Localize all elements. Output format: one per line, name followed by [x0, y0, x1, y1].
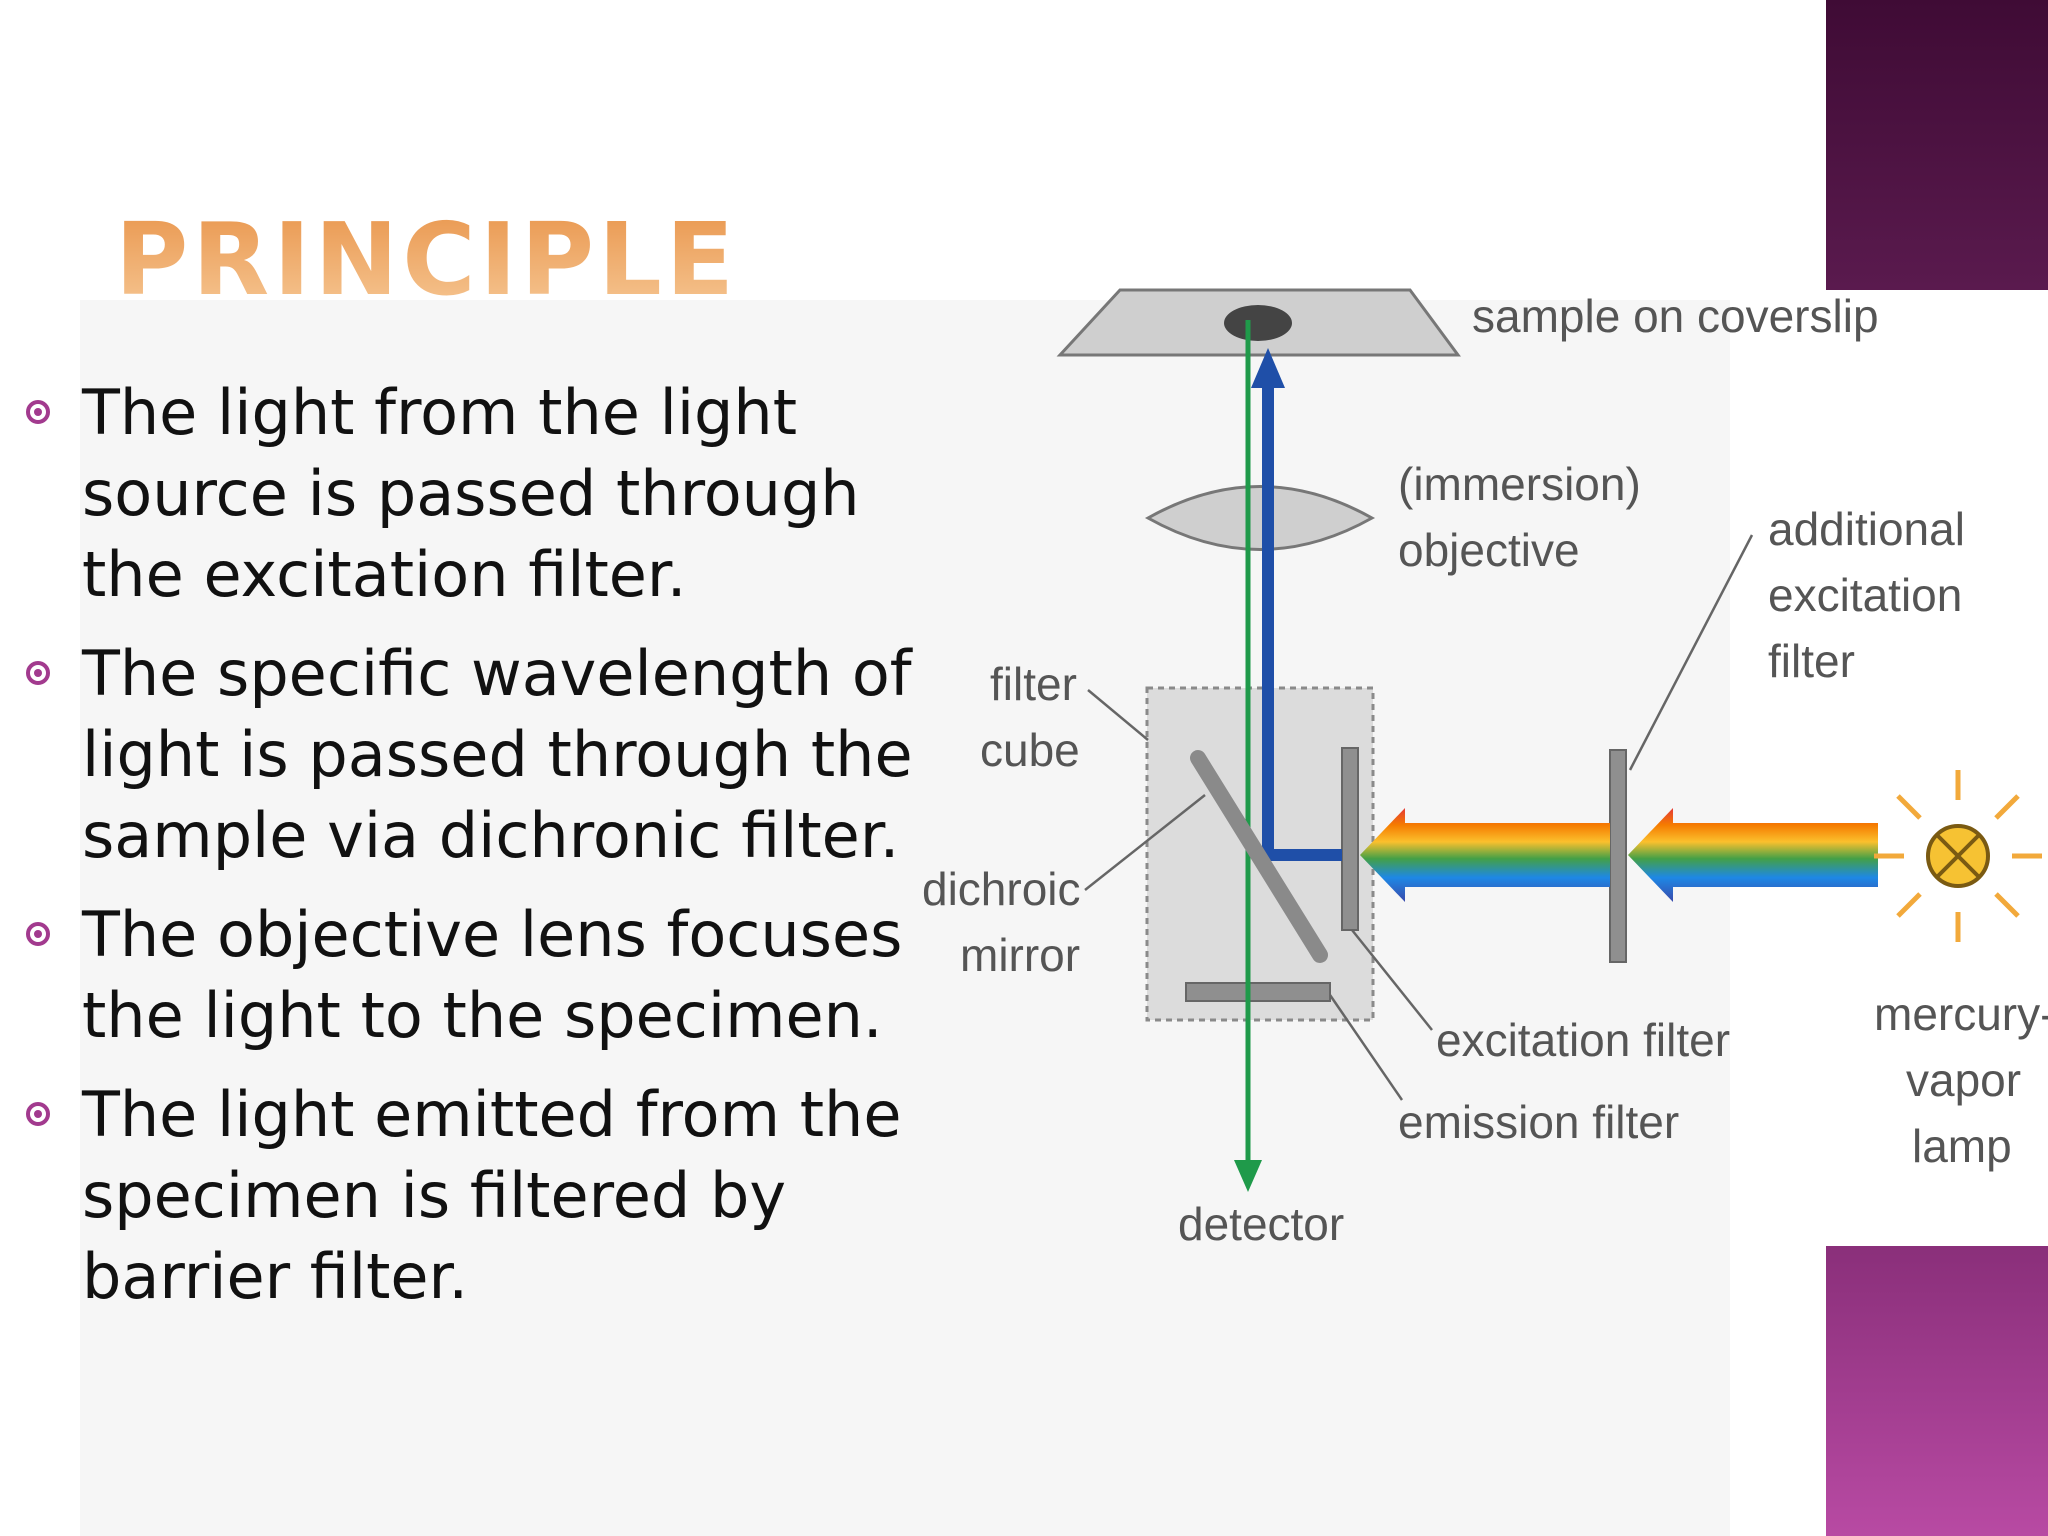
- bullet-item: The light from the light source is passe…: [22, 372, 922, 615]
- label-filter-cube-1: filter: [990, 658, 1077, 710]
- bullet-text: The light emitted from the specimen is f…: [82, 1078, 902, 1313]
- excitation-arrowhead: [1251, 348, 1285, 388]
- label-objective: objective: [1398, 524, 1580, 576]
- emission-arrowhead: [1234, 1160, 1262, 1192]
- bullet-item: The specific wavelength of light is pass…: [22, 633, 922, 876]
- dichroic-mirror: [1190, 750, 1328, 963]
- dichroic-mirror-leader: [1084, 794, 1206, 891]
- bullet-circle-icon: [26, 1102, 50, 1126]
- bullet-text: The specific wavelength of light is pass…: [82, 637, 913, 872]
- label-mirror: mirror: [960, 929, 1080, 981]
- label-dichroic: dichroic: [922, 863, 1081, 915]
- bullet-text: The light from the light source is passe…: [82, 376, 860, 611]
- additional-excitation-filter: [1609, 749, 1627, 963]
- additional-filter-leader: [1628, 534, 1754, 771]
- excitation-light-beam-outer: [1628, 808, 1878, 902]
- bullet-item: The light emitted from the specimen is f…: [22, 1074, 922, 1317]
- bullet-list: The light from the light source is passe…: [22, 372, 922, 1335]
- label-excitation: excitation: [1768, 569, 1962, 621]
- label-lamp: lamp: [1912, 1120, 2012, 1172]
- emission-filter: [1185, 982, 1331, 1002]
- excitation-beam-path: [1262, 375, 1342, 861]
- decorative-band-bottom: [1826, 1246, 2048, 1536]
- label-additional: additional: [1768, 503, 1965, 555]
- label-immersion: (immersion): [1398, 458, 1641, 510]
- content-background: [80, 300, 1730, 1536]
- excitation-light-beam-inner: [1360, 808, 1610, 902]
- emission-filter-leader: [1328, 994, 1404, 1101]
- excitation-filter: [1341, 747, 1359, 931]
- bullet-circle-icon: [26, 400, 50, 424]
- bullet-item: The objective lens focuses the light to …: [22, 894, 922, 1056]
- label-filter: filter: [1768, 635, 1855, 687]
- filter-cube-leader: [1087, 689, 1149, 741]
- sample-specimen: [1224, 305, 1292, 341]
- label-filter-cube-2: cube: [980, 724, 1080, 776]
- decorative-band-top: [1826, 0, 2048, 290]
- label-vapor: vapor: [1906, 1054, 2021, 1106]
- mercury-vapor-lamp-icon: [1874, 770, 2042, 942]
- label-mercury: mercury-: [1874, 988, 2048, 1040]
- bullet-circle-icon: [26, 661, 50, 685]
- label-excitation-filter: excitation filter: [1436, 1014, 1730, 1066]
- label-emission-filter: emission filter: [1398, 1096, 1679, 1148]
- excitation-filter-leader: [1351, 929, 1433, 1031]
- label-sample-on-coverslip: sample on coverslip: [1472, 290, 1879, 342]
- bullet-circle-icon: [26, 922, 50, 946]
- bullet-text: The objective lens focuses the light to …: [82, 898, 903, 1052]
- slide-title: PRINCIPLE: [115, 201, 739, 318]
- fluorescence-microscope-diagram: sample on coverslip (immersion) objectiv…: [922, 288, 2048, 1250]
- label-detector: detector: [1178, 1198, 1344, 1250]
- objective-lens: [1144, 485, 1376, 551]
